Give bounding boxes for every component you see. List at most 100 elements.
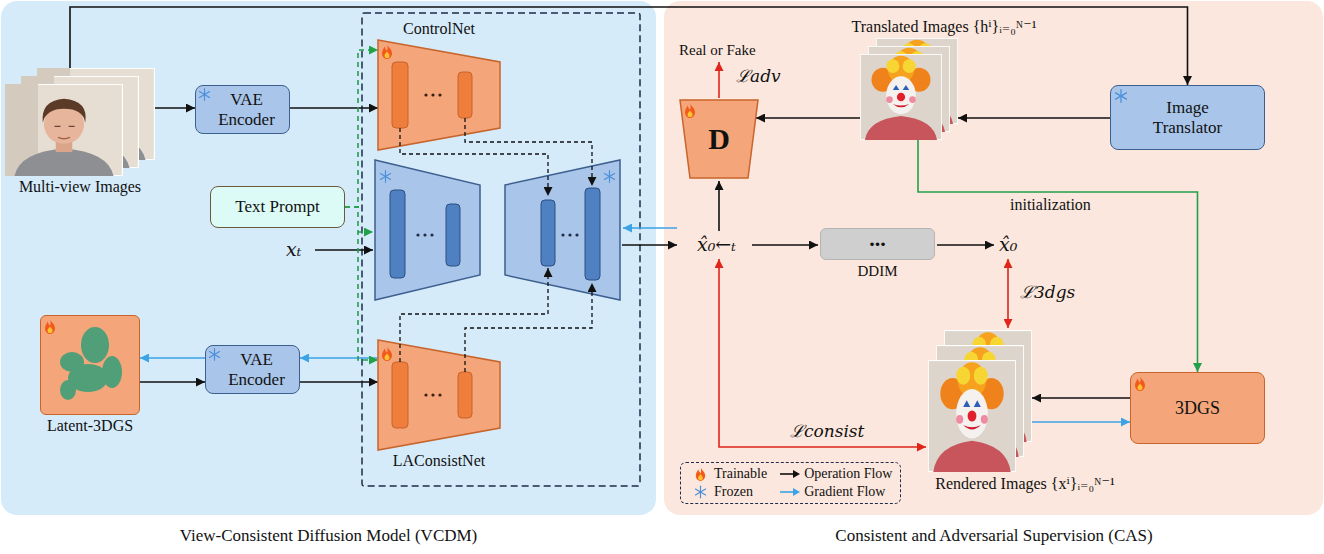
image-stack-shape <box>5 68 155 176</box>
frozen-icon <box>604 171 614 183</box>
gaussian-box: 3DGS <box>1130 372 1265 444</box>
connector <box>140 381 205 383</box>
connector <box>918 140 1198 372</box>
connector <box>345 50 378 207</box>
frozen-icon <box>380 171 390 183</box>
panel-caption: Consistent and Adversarial Supervision (… <box>664 526 1324 546</box>
edge-label-holder: initialization <box>1010 196 1091 214</box>
flow-arrows <box>315 249 373 251</box>
flow-arrow-sample <box>779 485 801 499</box>
block-outline <box>378 40 500 150</box>
unet-encoder <box>423 233 426 236</box>
flow-arrows <box>718 62 720 98</box>
box-label: Image Translator <box>1139 98 1236 137</box>
legend-entry: Operation Flow <box>779 466 892 482</box>
feature-injection-lines <box>400 118 592 372</box>
prompt-box: Text Prompt <box>210 186 345 228</box>
latent-gaussian-blobs <box>60 380 76 400</box>
network-name: ControlNet <box>403 20 475 38</box>
unet-decoder <box>541 200 555 266</box>
unet-encoder <box>416 233 419 236</box>
network-name: LAConsistNet <box>393 452 485 470</box>
label-holder: ℒadv <box>736 68 781 85</box>
latent-gaussian-blobs <box>102 356 122 388</box>
ellipsis-dot <box>438 93 441 96</box>
unet-decoder <box>575 233 578 236</box>
unet-encoder <box>446 204 460 266</box>
frozen-icon <box>209 349 219 361</box>
flow-arrows <box>623 227 677 229</box>
flow-arrows <box>718 181 720 231</box>
network-block-shape <box>378 340 500 450</box>
box-label: VAE Encoder <box>220 350 293 389</box>
feature-injection-lines <box>400 268 548 362</box>
panel-caption: View-Consistent Diffusion Model (VCDM) <box>0 526 657 546</box>
rendered-photos <box>928 330 1032 472</box>
flow-arrow-sample <box>793 470 800 478</box>
edge-label: initialization <box>1010 196 1091 214</box>
encoder-box: VAE Encoder <box>195 85 290 134</box>
latent-gaussian-blobs <box>60 327 122 400</box>
legend-entry: Gradient Flow <box>779 484 892 500</box>
flow-arrows <box>752 244 818 246</box>
image-caption: Rendered Images {xⁱ}ᵢ₌₀ᴺ⁻¹ <box>935 474 1114 493</box>
connector <box>155 107 195 109</box>
variable-symbol: xₜ <box>286 240 301 259</box>
sampler-shape: ... <box>820 228 935 260</box>
encoder-box: VAE Encoder <box>205 345 300 394</box>
frozen-icon <box>695 486 705 498</box>
input-photos <box>5 68 155 176</box>
flow-arrow-sample <box>793 488 800 496</box>
translated-photos <box>860 38 958 140</box>
flow-arrow-sample <box>780 491 794 493</box>
unet-decoder <box>561 233 564 236</box>
box-label: Text Prompt <box>235 197 319 217</box>
trainable-icon <box>45 319 55 334</box>
flow-arrows <box>1007 259 1009 328</box>
ellipsis-dot <box>438 393 441 396</box>
legend-entry: Trainable <box>689 466 767 482</box>
connector <box>1032 397 1130 399</box>
block-outline <box>378 340 500 450</box>
connector <box>345 207 378 360</box>
network-block: LAConsistNet <box>378 340 500 472</box>
label-holder: x̂₀←ₜ <box>697 235 736 254</box>
box-label: 3DGS <box>1175 398 1220 419</box>
unet-encoder <box>430 233 433 236</box>
trainable-icon <box>1135 376 1145 391</box>
label-holder: ℒconsist <box>790 423 864 440</box>
variable-symbol: x̂₀←ₜ <box>697 235 736 254</box>
trainable-icon <box>45 44 1145 391</box>
unet-encoder <box>375 160 480 300</box>
image-stack: Rendered Images {xⁱ}ᵢ₌₀ᴺ⁻¹ <box>928 330 1032 495</box>
trainable-icon <box>382 44 392 59</box>
frozen-icon <box>1116 90 1127 103</box>
unet-decoder <box>505 160 620 300</box>
box-label: VAE Encoder <box>210 90 283 129</box>
connector <box>1032 421 1130 423</box>
latent-gaussian-blobs <box>81 327 109 363</box>
legend-label: Trainable <box>714 466 767 482</box>
trainable-icon <box>696 467 705 481</box>
layer-block <box>458 372 472 418</box>
unet-decoder <box>568 233 571 236</box>
frozen-icon <box>689 485 711 499</box>
flow-arrows <box>937 244 994 246</box>
ellipsis-dot <box>431 393 434 396</box>
input-photos <box>5 84 123 176</box>
module-panel: Multi-view ImagesVAE EncoderControlNetTe… <box>0 0 657 516</box>
flow-arrows <box>358 231 373 233</box>
unet-encoder <box>375 160 480 300</box>
frozen-icon <box>199 89 209 101</box>
connector <box>290 107 378 109</box>
label-holder: x̂₀ <box>999 235 1017 254</box>
flow-arrow-sample <box>780 473 794 475</box>
loss-symbol: ℒconsist <box>790 423 864 440</box>
connector <box>958 117 1110 119</box>
unet-encoder <box>390 190 405 278</box>
block-outline <box>378 40 500 150</box>
label-holder: xₜ <box>286 240 301 259</box>
